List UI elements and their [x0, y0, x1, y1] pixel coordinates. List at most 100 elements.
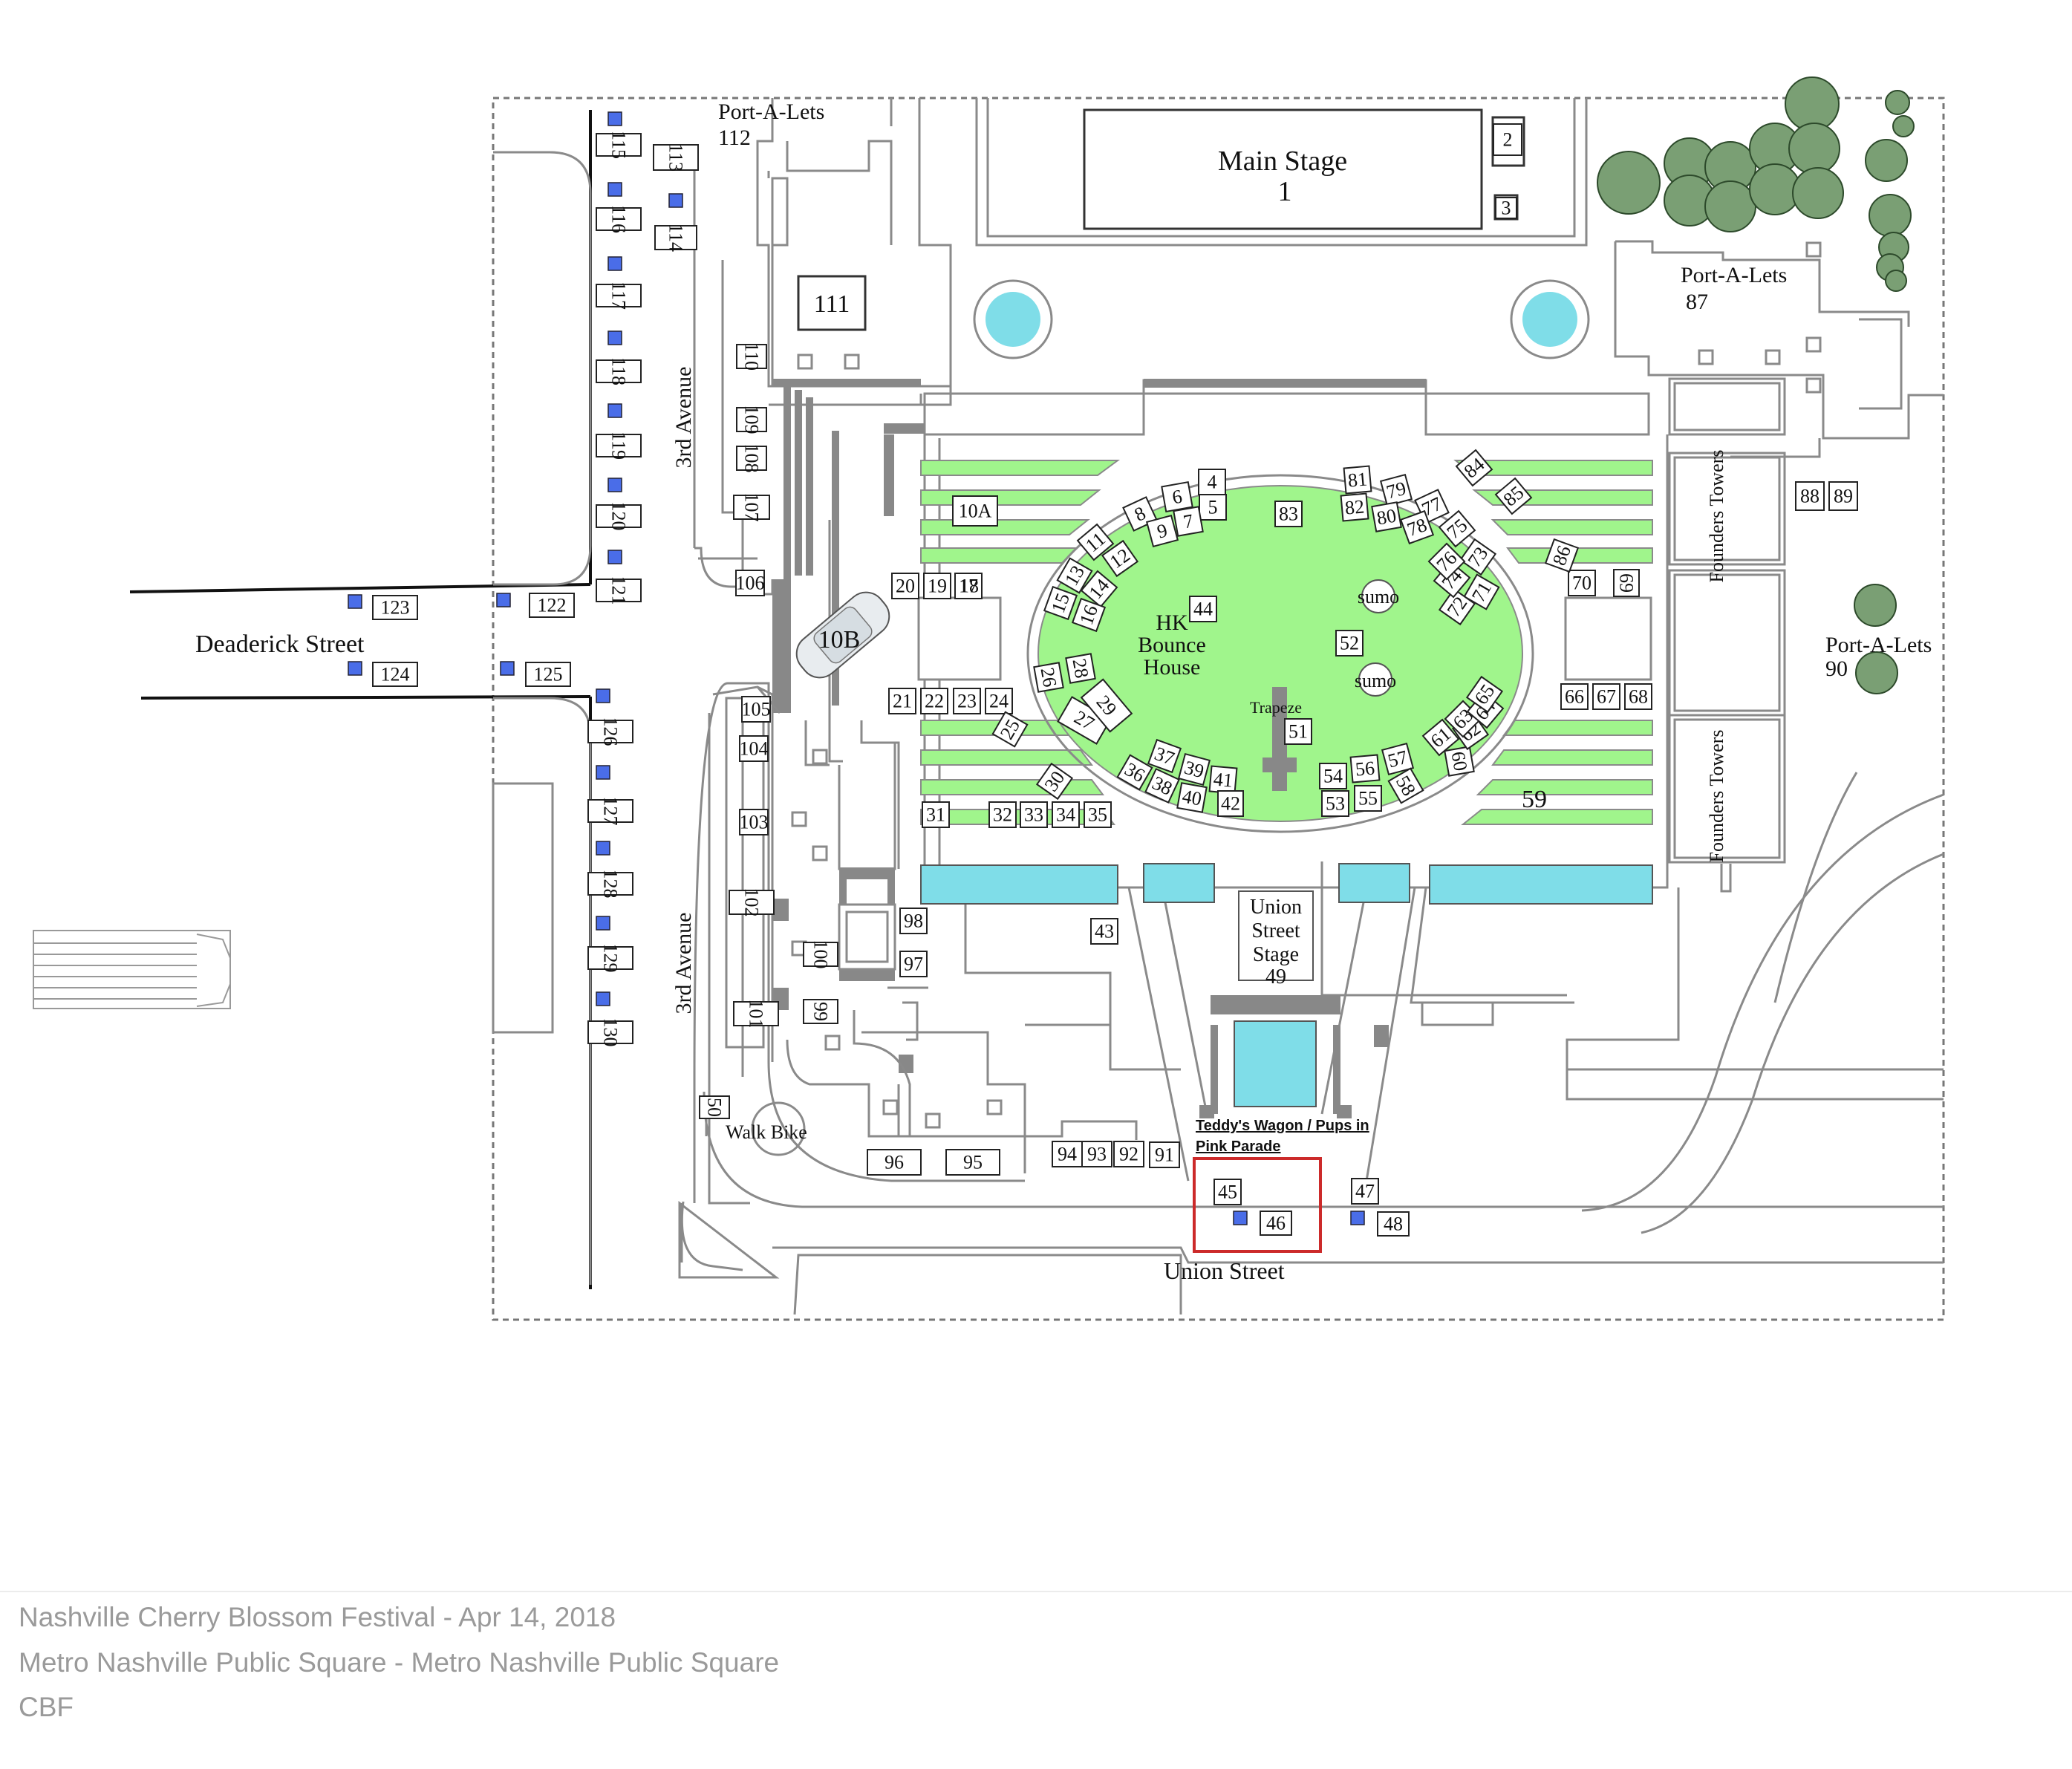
port-a-lets-90-label: Port-A-Lets — [1825, 633, 1932, 657]
booth-109: 109 — [736, 405, 767, 434]
booth-20: 20 — [891, 573, 919, 599]
booth-number: 129 — [600, 944, 622, 973]
booth-number: 128 — [600, 870, 622, 899]
booth-6: 6 — [1161, 480, 1193, 513]
booth-marker-119 — [607, 403, 622, 418]
union-stage-line1: Union — [1250, 896, 1302, 919]
booth-number: 126 — [600, 717, 622, 746]
booth-number: 32 — [993, 804, 1012, 826]
booth-number: 97 — [904, 954, 923, 975]
booth-53: 53 — [1321, 790, 1349, 817]
booth-marker-118 — [607, 330, 622, 345]
booth-65: 65 — [1465, 675, 1504, 714]
booth-89: 89 — [1828, 481, 1858, 511]
booth-52: 52 — [1335, 630, 1364, 657]
booth-number: 26 — [1036, 666, 1061, 689]
booth-11: 11 — [1076, 523, 1115, 561]
booth-119: 119 — [596, 431, 642, 460]
booth-92: 92 — [1113, 1141, 1144, 1167]
booth-36: 36 — [1116, 754, 1153, 791]
sumo-label-north: sumo — [1358, 586, 1399, 607]
trees — [1597, 76, 1915, 694]
booth-number: 24 — [989, 691, 1009, 712]
hk-bounce-house-line2: Bounce — [1138, 633, 1206, 657]
booth-marker-117 — [607, 256, 622, 271]
booth-128: 128 — [587, 870, 633, 899]
booth-number: 82 — [1344, 495, 1365, 518]
booth-50: 50 — [699, 1095, 730, 1119]
vehicle-bus — [33, 930, 231, 1009]
booth-125: 125 — [525, 662, 571, 687]
booth-18: 18 — [960, 576, 979, 597]
booth-number: 40 — [1181, 785, 1204, 809]
dark-walkways — [772, 379, 1426, 1118]
booth-number: 118 — [608, 357, 630, 385]
booth-73: 73 — [1459, 538, 1497, 576]
booth-number: 5 — [1208, 497, 1218, 518]
booth-number: 52 — [1340, 633, 1359, 654]
booth-30: 30 — [1035, 762, 1074, 801]
founders-towers-buildings — [1320, 452, 1944, 1071]
booth-number: 4 — [1208, 472, 1217, 493]
booth-80: 80 — [1371, 501, 1402, 532]
booth-95: 95 — [945, 1149, 1000, 1176]
booth-43: 43 — [1090, 918, 1118, 945]
booth-number: 22 — [925, 691, 944, 712]
booth-marker-46 — [1233, 1211, 1248, 1225]
booth-124: 124 — [372, 662, 418, 687]
booth-marker-122 — [496, 593, 511, 607]
booth-number: 123 — [381, 597, 410, 619]
sumo-label-south: sumo — [1355, 670, 1396, 691]
booth-number: 91 — [1155, 1144, 1174, 1166]
parked-car — [795, 591, 890, 679]
booth-103: 103 — [739, 809, 769, 835]
northwest-building — [756, 98, 952, 406]
booth-55: 55 — [1354, 785, 1382, 812]
booth-number: 102 — [741, 888, 763, 917]
booth-69: 69 — [1613, 569, 1640, 597]
highlight-box — [1193, 1157, 1322, 1253]
booth-16: 16 — [1071, 597, 1107, 633]
booth-marker-120 — [607, 478, 622, 492]
booth-number: 31 — [926, 804, 945, 826]
main-stage-label: Main Stage — [1218, 146, 1347, 177]
booth-number: 68 — [1629, 686, 1648, 708]
booth-34: 34 — [1052, 801, 1080, 828]
booth-42: 42 — [1217, 790, 1244, 817]
booth-21: 21 — [888, 688, 916, 714]
booth-number: 114 — [665, 224, 687, 252]
booth-68: 68 — [1624, 683, 1652, 710]
hk-bounce-house-line1: HK — [1156, 610, 1188, 635]
booth-86: 86 — [1544, 538, 1580, 573]
booth-96: 96 — [867, 1149, 922, 1176]
booth-number: 41 — [1213, 768, 1234, 791]
booth-82: 82 — [1340, 492, 1369, 522]
booth-number: 21 — [893, 691, 912, 712]
booth-number: 124 — [381, 664, 410, 685]
booth-47: 47 — [1351, 1178, 1379, 1205]
booth-number: 6 — [1170, 486, 1184, 509]
booth-number: 55 — [1358, 788, 1378, 809]
booth-marker-116 — [607, 182, 622, 197]
booth-12: 12 — [1101, 539, 1139, 578]
booth-37: 37 — [1147, 738, 1182, 774]
booth-24: 24 — [985, 688, 1013, 714]
booth-5: 5 — [1199, 494, 1227, 521]
booth-number: 69 — [1616, 573, 1638, 593]
booth-marker-128 — [596, 841, 610, 856]
booth-110: 110 — [736, 342, 767, 371]
booth-number: 44 — [1193, 599, 1213, 620]
booth-46: 46 — [1260, 1211, 1292, 1236]
booth-number: 54 — [1323, 766, 1343, 787]
booth-120: 120 — [596, 502, 642, 531]
trapeze-label: Trapeze — [1250, 698, 1302, 717]
booth-39: 39 — [1177, 752, 1211, 786]
booth-51: 51 — [1284, 718, 1312, 745]
booth-number: 7 — [1182, 510, 1195, 533]
union-street-stage-box — [1238, 890, 1314, 981]
third-avenue-label-north: 3rd Avenue — [671, 367, 696, 469]
booth-3: 3 — [1495, 197, 1517, 219]
port-a-lets-112-number: 112 — [718, 126, 751, 150]
booth-number: 120 — [608, 502, 630, 531]
